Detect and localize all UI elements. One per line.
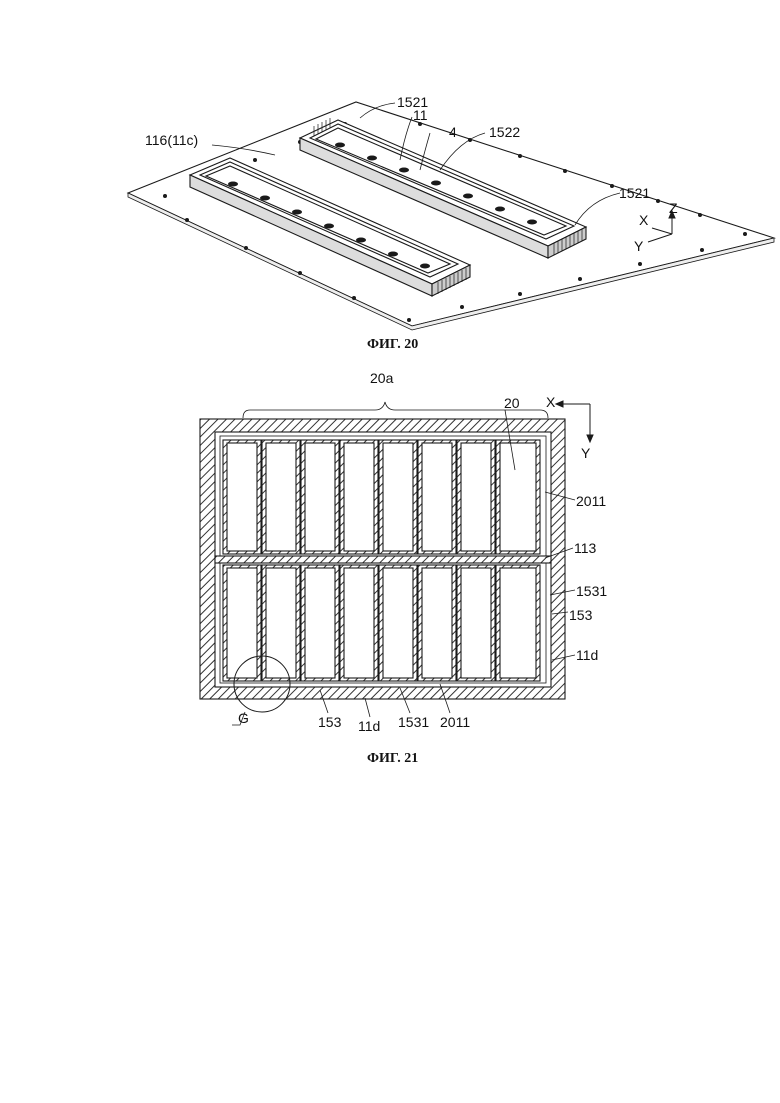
label-2011-right: 2011 — [576, 493, 606, 509]
axis-x-label-fig20: X — [639, 212, 648, 228]
label-153-right: 153 — [569, 607, 592, 623]
label-20: 20 — [504, 395, 520, 411]
label-20a: 20a — [370, 370, 393, 386]
axis-z-label-fig20: Z — [669, 200, 678, 216]
label-153-bottom: 153 — [318, 714, 341, 730]
label-2011-bottom: 2011 — [440, 714, 470, 730]
top-row-cells — [223, 440, 540, 554]
label-G: G — [238, 710, 249, 726]
figure-21-caption: ФИГ. 21 — [367, 751, 418, 767]
label-1531-bottom: 1531 — [398, 714, 429, 730]
divider-113 — [215, 556, 551, 563]
axis-y-label-fig20: Y — [634, 238, 643, 254]
label-1531-right: 1531 — [576, 583, 607, 599]
bottom-row-cells — [223, 565, 540, 681]
axis-x-label-fig21: X — [546, 394, 555, 410]
brace-20a — [243, 402, 548, 418]
figure-21-drawing — [200, 401, 593, 725]
label-1521-right: 1521 — [619, 185, 650, 201]
label-113: 113 — [574, 540, 596, 556]
figure-20-caption: ФИГ. 20 — [367, 337, 418, 353]
label-11d-bottom: 11d — [358, 718, 380, 734]
label-1522: 1522 — [489, 124, 520, 140]
label-4: 4 — [449, 124, 457, 140]
axis-y-label-fig21: Y — [581, 445, 590, 461]
label-11d-right: 11d — [576, 647, 598, 663]
label-116-11c: 116(11c) — [145, 132, 198, 148]
label-11: 11 — [413, 107, 428, 123]
